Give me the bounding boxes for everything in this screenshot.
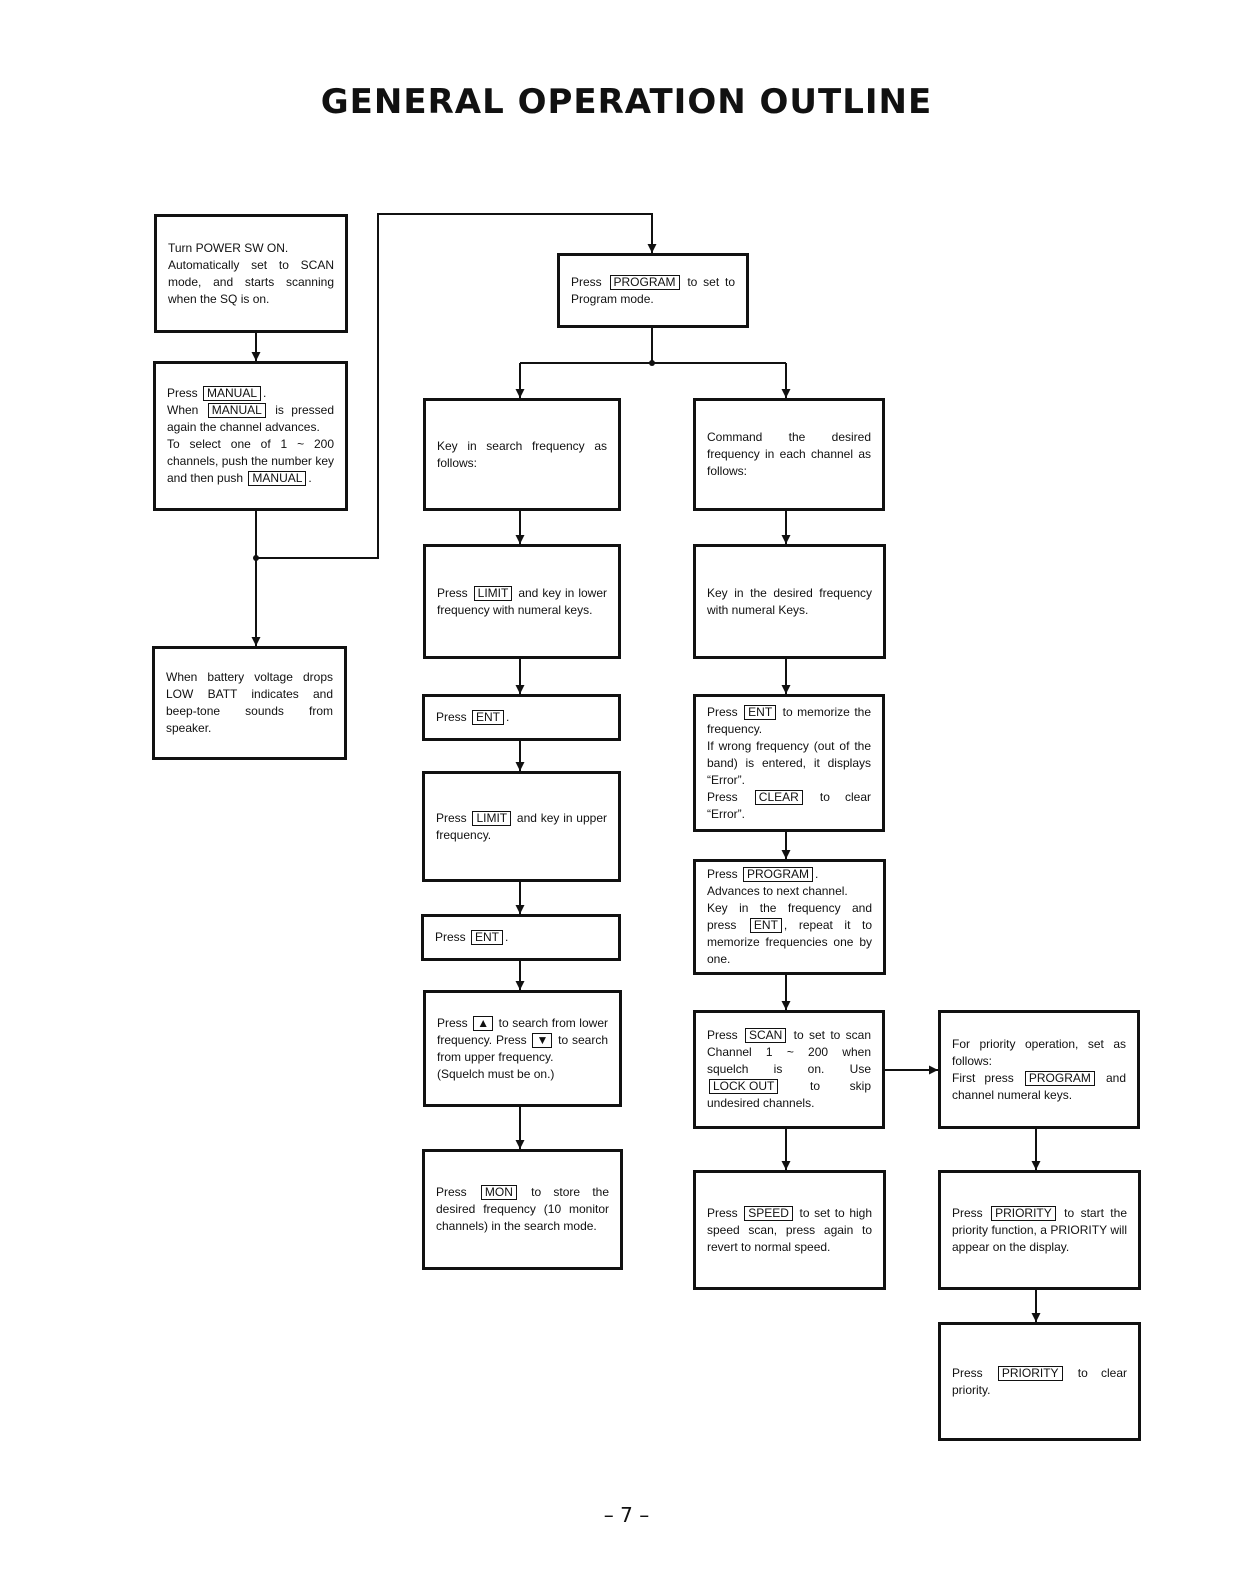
step-text: Press — [436, 810, 471, 825]
key-label: ENT — [472, 710, 505, 725]
step-low-batt: When battery voltage drops LOW BATT indi… — [152, 646, 347, 760]
step-text: . — [308, 471, 312, 485]
key-label: ▲ — [473, 1015, 494, 1031]
key-label: MANUAL — [248, 471, 307, 486]
step-text: When battery voltage drops LOW BATT indi… — [166, 670, 333, 735]
step-text: to set to scan Channel 1 ~ 200 when sque… — [707, 1028, 871, 1076]
step-scan: Press SCAN to set to scan Channel 1 ~ 20… — [693, 1010, 885, 1129]
step-text: is pressed again the channel advances. — [167, 403, 334, 434]
step-text: Press — [167, 386, 202, 400]
key-label: MANUAL — [203, 386, 262, 401]
key-label: PRIORITY — [997, 1365, 1063, 1381]
step-key-in-frequency: Key in the desired frequency with numera… — [693, 544, 886, 659]
key-label: ENT — [749, 918, 782, 933]
step-text: to skip undesired channels. — [707, 1079, 871, 1110]
step-command-frequency: Command the desired frequency in each ch… — [693, 398, 885, 511]
step-mon-store: Press MON to store the desired frequency… — [422, 1149, 623, 1270]
key-label: ENT — [471, 930, 504, 945]
step-speed: Press SPEED to set to high speed scan, p… — [693, 1170, 886, 1290]
step-text: to search from lower frequency. Press — [437, 1015, 608, 1047]
step-text: and key in upper frequency. — [436, 810, 608, 842]
step-text: When — [167, 403, 206, 417]
step-text: Press — [437, 585, 472, 600]
step-text: Automatically set to SCAN mode, and star… — [168, 257, 334, 306]
key-label: LIMIT — [472, 810, 512, 826]
page-number: – 7 – — [603, 1503, 650, 1527]
step-ent-memorize: Press ENT to memorize the frequency.If w… — [693, 694, 885, 832]
step-text: Press — [437, 1015, 472, 1030]
key-label: SCAN — [745, 1028, 787, 1043]
step-manual: Press MANUAL. When MANUAL is pressed agai… — [153, 361, 348, 511]
step-ent-first: Press ENT. — [422, 694, 621, 741]
key-label: PROGRAM — [743, 867, 814, 882]
page-title: GENERAL OPERATION OUTLINE — [320, 82, 933, 122]
key-label: CLEAR — [754, 789, 803, 805]
step-power-on: Turn POWER SW ON. Automatically set to SC… — [154, 214, 348, 333]
step-text: Press — [707, 789, 753, 804]
key-label: LOCK OUT — [709, 1079, 779, 1094]
step-text: . — [263, 386, 267, 400]
step-text: Press — [707, 1028, 743, 1042]
step-text: Press — [571, 274, 608, 289]
step-text: to clear “Error”. — [707, 789, 872, 821]
step-text: Press — [707, 704, 743, 719]
key-label: PRIORITY — [991, 1205, 1056, 1221]
step-program-next: Press PROGRAM. Advances to next channel. K… — [693, 859, 886, 975]
step-text: Command the desired frequency in each ch… — [707, 430, 871, 478]
step-text: to memorize the frequency. — [707, 704, 871, 736]
step-text: Press — [707, 867, 742, 881]
step-priority-setup: For priority operation, set as follows: F… — [938, 1010, 1140, 1129]
step-text: First press — [952, 1070, 1023, 1085]
step-priority-clear: Press PRIORITY to clear priority. — [938, 1322, 1141, 1441]
step-text: and channel numeral keys. — [952, 1070, 1126, 1102]
step-text: Press — [707, 1205, 743, 1220]
step-priority-start: Press PRIORITY to start the priority fun… — [938, 1170, 1141, 1290]
step-text: To select one of 1 ~ 200 channels, push … — [167, 437, 334, 485]
key-label: LIMIT — [473, 585, 513, 601]
key-label: MON — [480, 1185, 517, 1200]
step-text: (Squelch must be on.) — [437, 1066, 555, 1081]
step-text: to search from upper frequency. — [437, 1032, 608, 1064]
step-text: Key in the desired frequency with numera… — [707, 585, 872, 617]
step-text: to start the priority function, a PRIORI… — [952, 1205, 1127, 1254]
step-text: Press — [436, 1185, 479, 1199]
step-text: Advances to next channel. — [707, 884, 848, 898]
step-text: Turn POWER SW ON. — [168, 240, 289, 255]
step-text: and key in lower frequency with numeral … — [437, 585, 608, 617]
step-limit-lower: Press LIMIT and key in lower frequency w… — [423, 544, 621, 659]
step-limit-upper: Press LIMIT and key in upper frequency. — [422, 771, 621, 882]
step-text: . — [506, 710, 510, 724]
step-text: Press — [435, 930, 470, 944]
key-label: PROGRAM — [1024, 1070, 1095, 1086]
key-label: SPEED — [744, 1205, 793, 1221]
step-text: Press — [436, 710, 471, 724]
step-text: to set to Program mode. — [571, 274, 735, 306]
step-text: to store the desired frequency (10 monit… — [436, 1185, 609, 1233]
step-text: , repeat it to memorize frequencies one … — [707, 918, 872, 966]
step-text: Key in search frequency as follows: — [437, 438, 607, 470]
step-text: Key in the frequency and press — [707, 901, 872, 932]
key-label: MANUAL — [207, 403, 266, 418]
step-text: Press — [952, 1205, 990, 1220]
step-text: to clear priority. — [952, 1365, 1127, 1397]
key-label: ENT — [744, 704, 777, 720]
step-ent-second: Press ENT. — [421, 914, 621, 961]
step-search-frequency: Key in search frequency as follows: — [423, 398, 621, 511]
step-text: to set to high speed scan, press again t… — [707, 1205, 872, 1254]
key-label: ▼ — [532, 1032, 553, 1048]
step-search-up-down: Press ▲ to search from lower frequency. … — [423, 990, 622, 1107]
step-text: For priority operation, set as follows: — [952, 1036, 1126, 1068]
step-program-mode: Press PROGRAM to set to Program mode. — [557, 253, 749, 328]
step-text: Press — [952, 1365, 996, 1380]
step-text: . — [815, 867, 819, 881]
step-text: . — [505, 930, 509, 944]
step-text: If wrong frequency (out of the band) is … — [707, 738, 871, 787]
key-label: PROGRAM — [609, 274, 680, 290]
